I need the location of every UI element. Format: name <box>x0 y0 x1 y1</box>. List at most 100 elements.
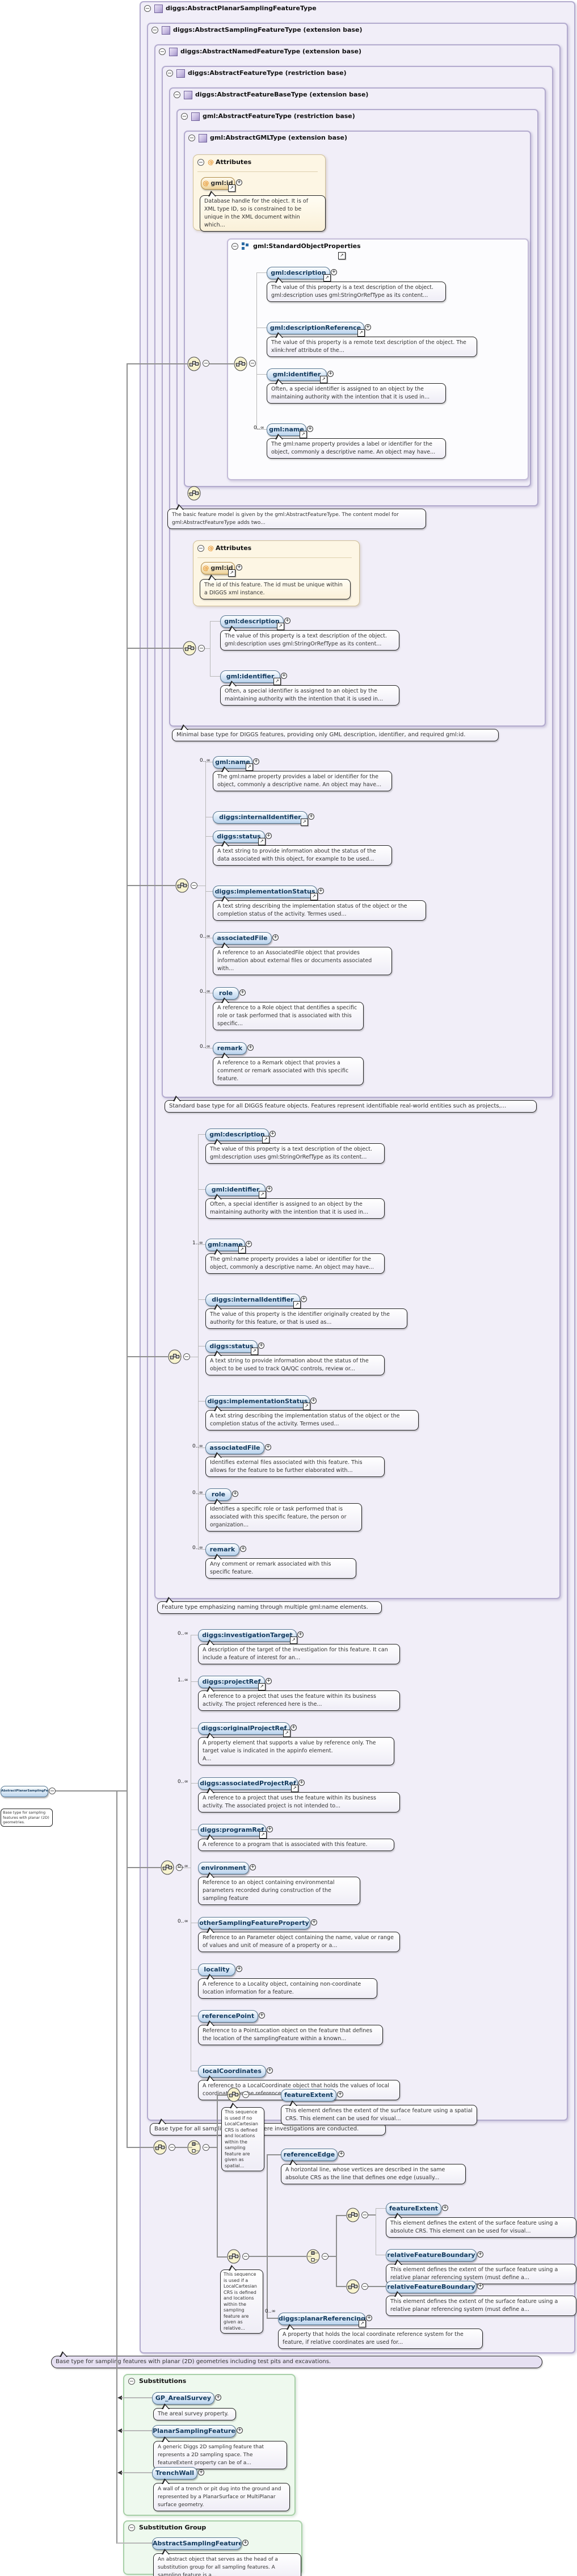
expand-icon[interactable]: + <box>477 2251 483 2258</box>
expand-icon[interactable]: + <box>246 1241 252 1247</box>
element-trench-wall[interactable]: TrenchWall <box>152 2467 197 2479</box>
collapse-icon[interactable]: − <box>188 135 195 141</box>
element-gml-name[interactable]: gml:name <box>213 756 252 769</box>
sequence-icon[interactable] <box>187 356 201 371</box>
expand-icon[interactable]: + <box>266 1678 272 1684</box>
element-gml-description[interactable]: gml:description <box>205 1128 269 1141</box>
element-gml-identifier[interactable]: gml:identifier <box>220 670 280 683</box>
expand-icon[interactable]: + <box>239 989 246 996</box>
element-associated-file[interactable]: associatedFile <box>205 1442 264 1454</box>
collapse-icon[interactable]: − <box>242 2253 249 2260</box>
element-remark[interactable]: remark <box>213 1042 247 1055</box>
element-associated-file[interactable]: associatedFile <box>213 932 272 945</box>
expand-icon[interactable]: + <box>236 564 242 570</box>
element-remark[interactable]: remark <box>205 1543 239 1556</box>
element-gml-description[interactable]: gml:description <box>220 615 284 628</box>
element-diggs-status[interactable]: diggs:status <box>205 1340 258 1353</box>
swing-arrow-icon[interactable]: ↗ <box>303 1403 310 1410</box>
collapse-icon[interactable]: − <box>242 2091 249 2098</box>
element-planar-sampling-feature[interactable]: PlanarSamplingFeature <box>152 2425 236 2437</box>
collapse-icon[interactable]: − <box>166 70 173 77</box>
element-local-coordinates[interactable]: localCoordinates <box>198 2065 266 2078</box>
collapse-icon[interactable]: − <box>144 5 151 12</box>
element-feature-extent[interactable]: featureExtent <box>281 2089 336 2101</box>
swing-arrow-icon[interactable]: ↗ <box>293 1301 301 1308</box>
element-gml-name[interactable]: gml:name <box>205 1239 245 1251</box>
collapse-icon[interactable]: − <box>128 2524 135 2531</box>
expand-icon[interactable]: + <box>232 1491 238 1497</box>
swing-arrow-icon[interactable]: ↗ <box>251 1348 258 1355</box>
element-diggs-status[interactable]: diggs:status <box>213 830 265 843</box>
element-feature-extent[interactable]: featureExtent <box>386 2202 441 2215</box>
swing-arrow-icon[interactable]: ↗ <box>259 1191 266 1198</box>
expand-icon[interactable]: + <box>365 324 371 330</box>
choice-icon[interactable] <box>187 2140 201 2155</box>
expand-icon[interactable]: + <box>331 269 337 275</box>
element-abstract-sampling-feature[interactable]: AbstractSamplingFeature <box>152 2537 242 2550</box>
swing-arrow-icon[interactable]: ↗ <box>228 569 235 577</box>
element-gml-identifier[interactable]: gml:identifier <box>267 368 327 381</box>
swing-arrow-icon[interactable]: ↗ <box>291 1785 298 1792</box>
expand-icon[interactable]: + <box>477 2283 483 2289</box>
expand-icon[interactable]: + <box>301 1296 307 1302</box>
element-abstract-planar-sampling-feature[interactable]: AbstractPlanarSamplingFeature <box>1 1786 48 1797</box>
element-environment[interactable]: environment <box>198 1862 249 1874</box>
expand-icon[interactable]: + <box>237 2427 243 2434</box>
collapse-icon[interactable]: − <box>197 159 204 166</box>
swing-arrow-icon[interactable]: ↗ <box>338 252 346 259</box>
collapse-icon[interactable]: − <box>361 2283 368 2290</box>
element-diggs-internal-identifier[interactable]: diggs:internalIdentifier <box>205 1294 300 1306</box>
element-diggs-original-project-ref[interactable]: diggs:originalProjectRef <box>198 1722 290 1735</box>
collapse-icon[interactable]: − <box>174 91 180 98</box>
sequence-icon[interactable] <box>153 2140 167 2155</box>
swing-arrow-icon[interactable]: ↗ <box>258 838 266 845</box>
expand-icon[interactable]: + <box>269 1131 276 1137</box>
expand-icon[interactable]: + <box>307 426 313 432</box>
attribute-gml-id[interactable]: @gml:id <box>201 562 235 574</box>
element-diggs-project-ref[interactable]: diggs:projectRef <box>198 1676 265 1688</box>
expand-icon[interactable]: + <box>259 2012 265 2019</box>
expand-icon[interactable]: + <box>281 673 287 679</box>
element-gml-name[interactable]: gml:name <box>267 423 306 436</box>
expand-icon[interactable]: + <box>198 2469 204 2476</box>
sequence-icon[interactable] <box>161 1860 174 1875</box>
collapse-icon[interactable]: − <box>159 48 166 55</box>
expand-icon[interactable]: + <box>298 1780 305 1786</box>
element-diggs-program-ref[interactable]: diggs:programRef <box>198 1824 266 1836</box>
collapse-icon[interactable]: − <box>197 545 204 552</box>
sequence-icon[interactable] <box>346 2279 360 2294</box>
collapse-icon[interactable]: − <box>49 1788 56 1794</box>
swing-arrow-icon[interactable]: ↗ <box>357 329 365 337</box>
expand-icon[interactable]: + <box>442 2205 448 2211</box>
element-other-sampling-feature-property[interactable]: otherSamplingFeatureProperty <box>198 1917 310 1929</box>
element-diggs-associated-project-ref[interactable]: diggs:associatedProjectRef <box>198 1777 298 1790</box>
collapse-icon[interactable]: − <box>203 360 209 367</box>
expand-icon[interactable]: + <box>284 618 290 624</box>
sequence-icon[interactable] <box>346 2208 360 2222</box>
element-gp-areal-survey[interactable]: GP_ArealSurvey <box>152 2392 214 2405</box>
collapse-icon[interactable]: − <box>151 27 158 33</box>
element-reference-edge[interactable]: referenceEdge <box>281 2149 338 2161</box>
element-locality[interactable]: locality <box>198 1964 235 1976</box>
expand-icon[interactable]: + <box>290 1725 297 1731</box>
expand-icon[interactable]: + <box>310 1398 317 1404</box>
swing-arrow-icon[interactable]: ↗ <box>258 1683 266 1690</box>
expand-icon[interactable]: + <box>318 888 324 894</box>
element-diggs-internal-identifier[interactable]: diggs:internalIdentifier <box>213 811 308 824</box>
expand-icon[interactable]: + <box>308 813 314 820</box>
collapse-icon[interactable]: − <box>176 1864 183 1871</box>
expand-icon[interactable]: + <box>236 179 242 186</box>
collapse-icon[interactable]: − <box>181 113 188 120</box>
swing-arrow-icon[interactable]: ↗ <box>320 376 327 383</box>
swing-arrow-icon[interactable]: ↗ <box>262 1136 269 1143</box>
expand-icon[interactable]: + <box>236 1966 242 1972</box>
expand-icon[interactable]: + <box>267 1826 273 1832</box>
swing-arrow-icon[interactable]: ↗ <box>238 1246 246 1253</box>
expand-icon[interactable]: + <box>338 2151 344 2157</box>
sequence-icon[interactable] <box>187 486 201 501</box>
expand-icon[interactable]: + <box>327 371 334 377</box>
expand-icon[interactable]: + <box>297 1631 304 1638</box>
collapse-icon[interactable]: − <box>191 882 197 889</box>
choice-icon[interactable] <box>306 2249 320 2264</box>
element-gml-description-reference[interactable]: gml:descriptionReference <box>267 322 364 334</box>
